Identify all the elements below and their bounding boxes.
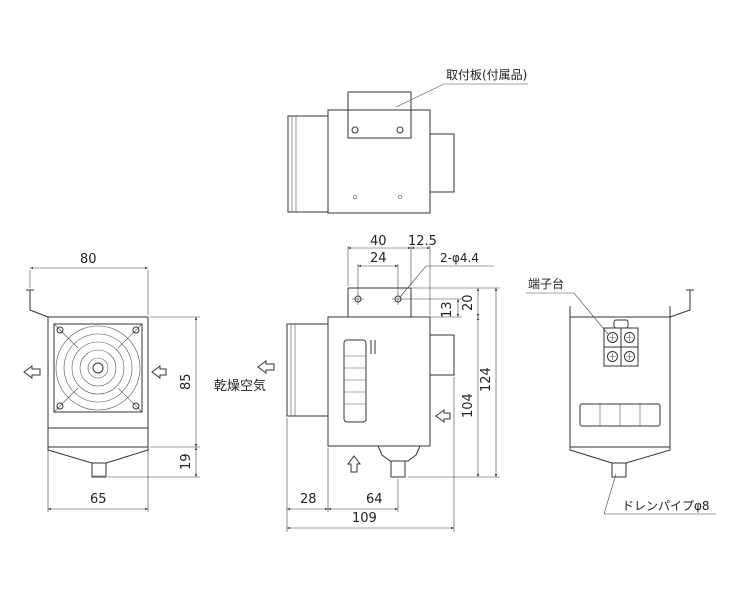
rear-body [569, 316, 671, 448]
top-mounting-bracket [347, 91, 412, 139]
dim-85: 85 [179, 373, 194, 390]
dim-19: 19 [179, 453, 194, 470]
top-inlet-cylinder [287, 115, 329, 213]
side-funnel [377, 445, 421, 462]
airflow-up-arrow-icon [347, 455, 361, 473]
bracket-hole [351, 126, 359, 134]
hole-spec-label: 2-φ4.4 [440, 251, 479, 265]
side-drain-pipe [390, 460, 406, 478]
dim-124: 124 [479, 367, 494, 392]
side-inlet-cylinder [286, 323, 330, 417]
dim-64: 64 [366, 492, 383, 507]
dim-80: 80 [80, 252, 97, 267]
dim-20: 20 [461, 294, 476, 311]
front-drain-pipe [91, 462, 107, 478]
dry-air-label: 乾燥空気 [214, 378, 266, 394]
dim-12-5: 12.5 [408, 234, 437, 249]
airflow-arrow-icon [151, 365, 167, 379]
top-view: 取付板(付属品) [287, 68, 528, 214]
dim-24: 24 [370, 251, 387, 266]
side-bracket [347, 287, 412, 318]
airflow-arrow-icon [23, 365, 41, 379]
drain-pipe-label: ドレンパイプφ8 [622, 499, 710, 513]
front-view: 80 85 19 65 [23, 252, 200, 512]
dry-air-arrow-icon [257, 360, 275, 374]
front-body [47, 316, 149, 448]
rear-view: 端子台 ドレンパイプφ8 [526, 276, 716, 515]
bracket-hole [396, 126, 404, 134]
dim-104: 104 [461, 393, 476, 418]
dim-109: 109 [352, 511, 377, 526]
terminal-block-label: 端子台 [528, 276, 564, 291]
front-funnel [47, 447, 149, 464]
dim-13: 13 [440, 301, 455, 318]
mounting-plate-label: 取付板(付属品) [446, 68, 527, 82]
top-outlet [427, 133, 455, 193]
dim-65: 65 [90, 492, 107, 507]
side-outlet [427, 334, 455, 376]
fan-guard [53, 323, 143, 413]
terminal-block [603, 319, 639, 367]
side-main-body [327, 316, 431, 447]
side-view: 乾燥空気 40 12.5 24 2-φ4.4 13 20 104 124 [214, 234, 500, 532]
airflow-arrow-icon [435, 409, 451, 423]
rear-funnel [569, 447, 671, 464]
dim-28: 28 [300, 492, 317, 507]
rear-drain-pipe [611, 462, 627, 478]
rear-bracket [669, 290, 691, 318]
side-indicator-window [343, 339, 367, 423]
front-bracket [29, 290, 49, 318]
dim-40: 40 [370, 234, 387, 249]
